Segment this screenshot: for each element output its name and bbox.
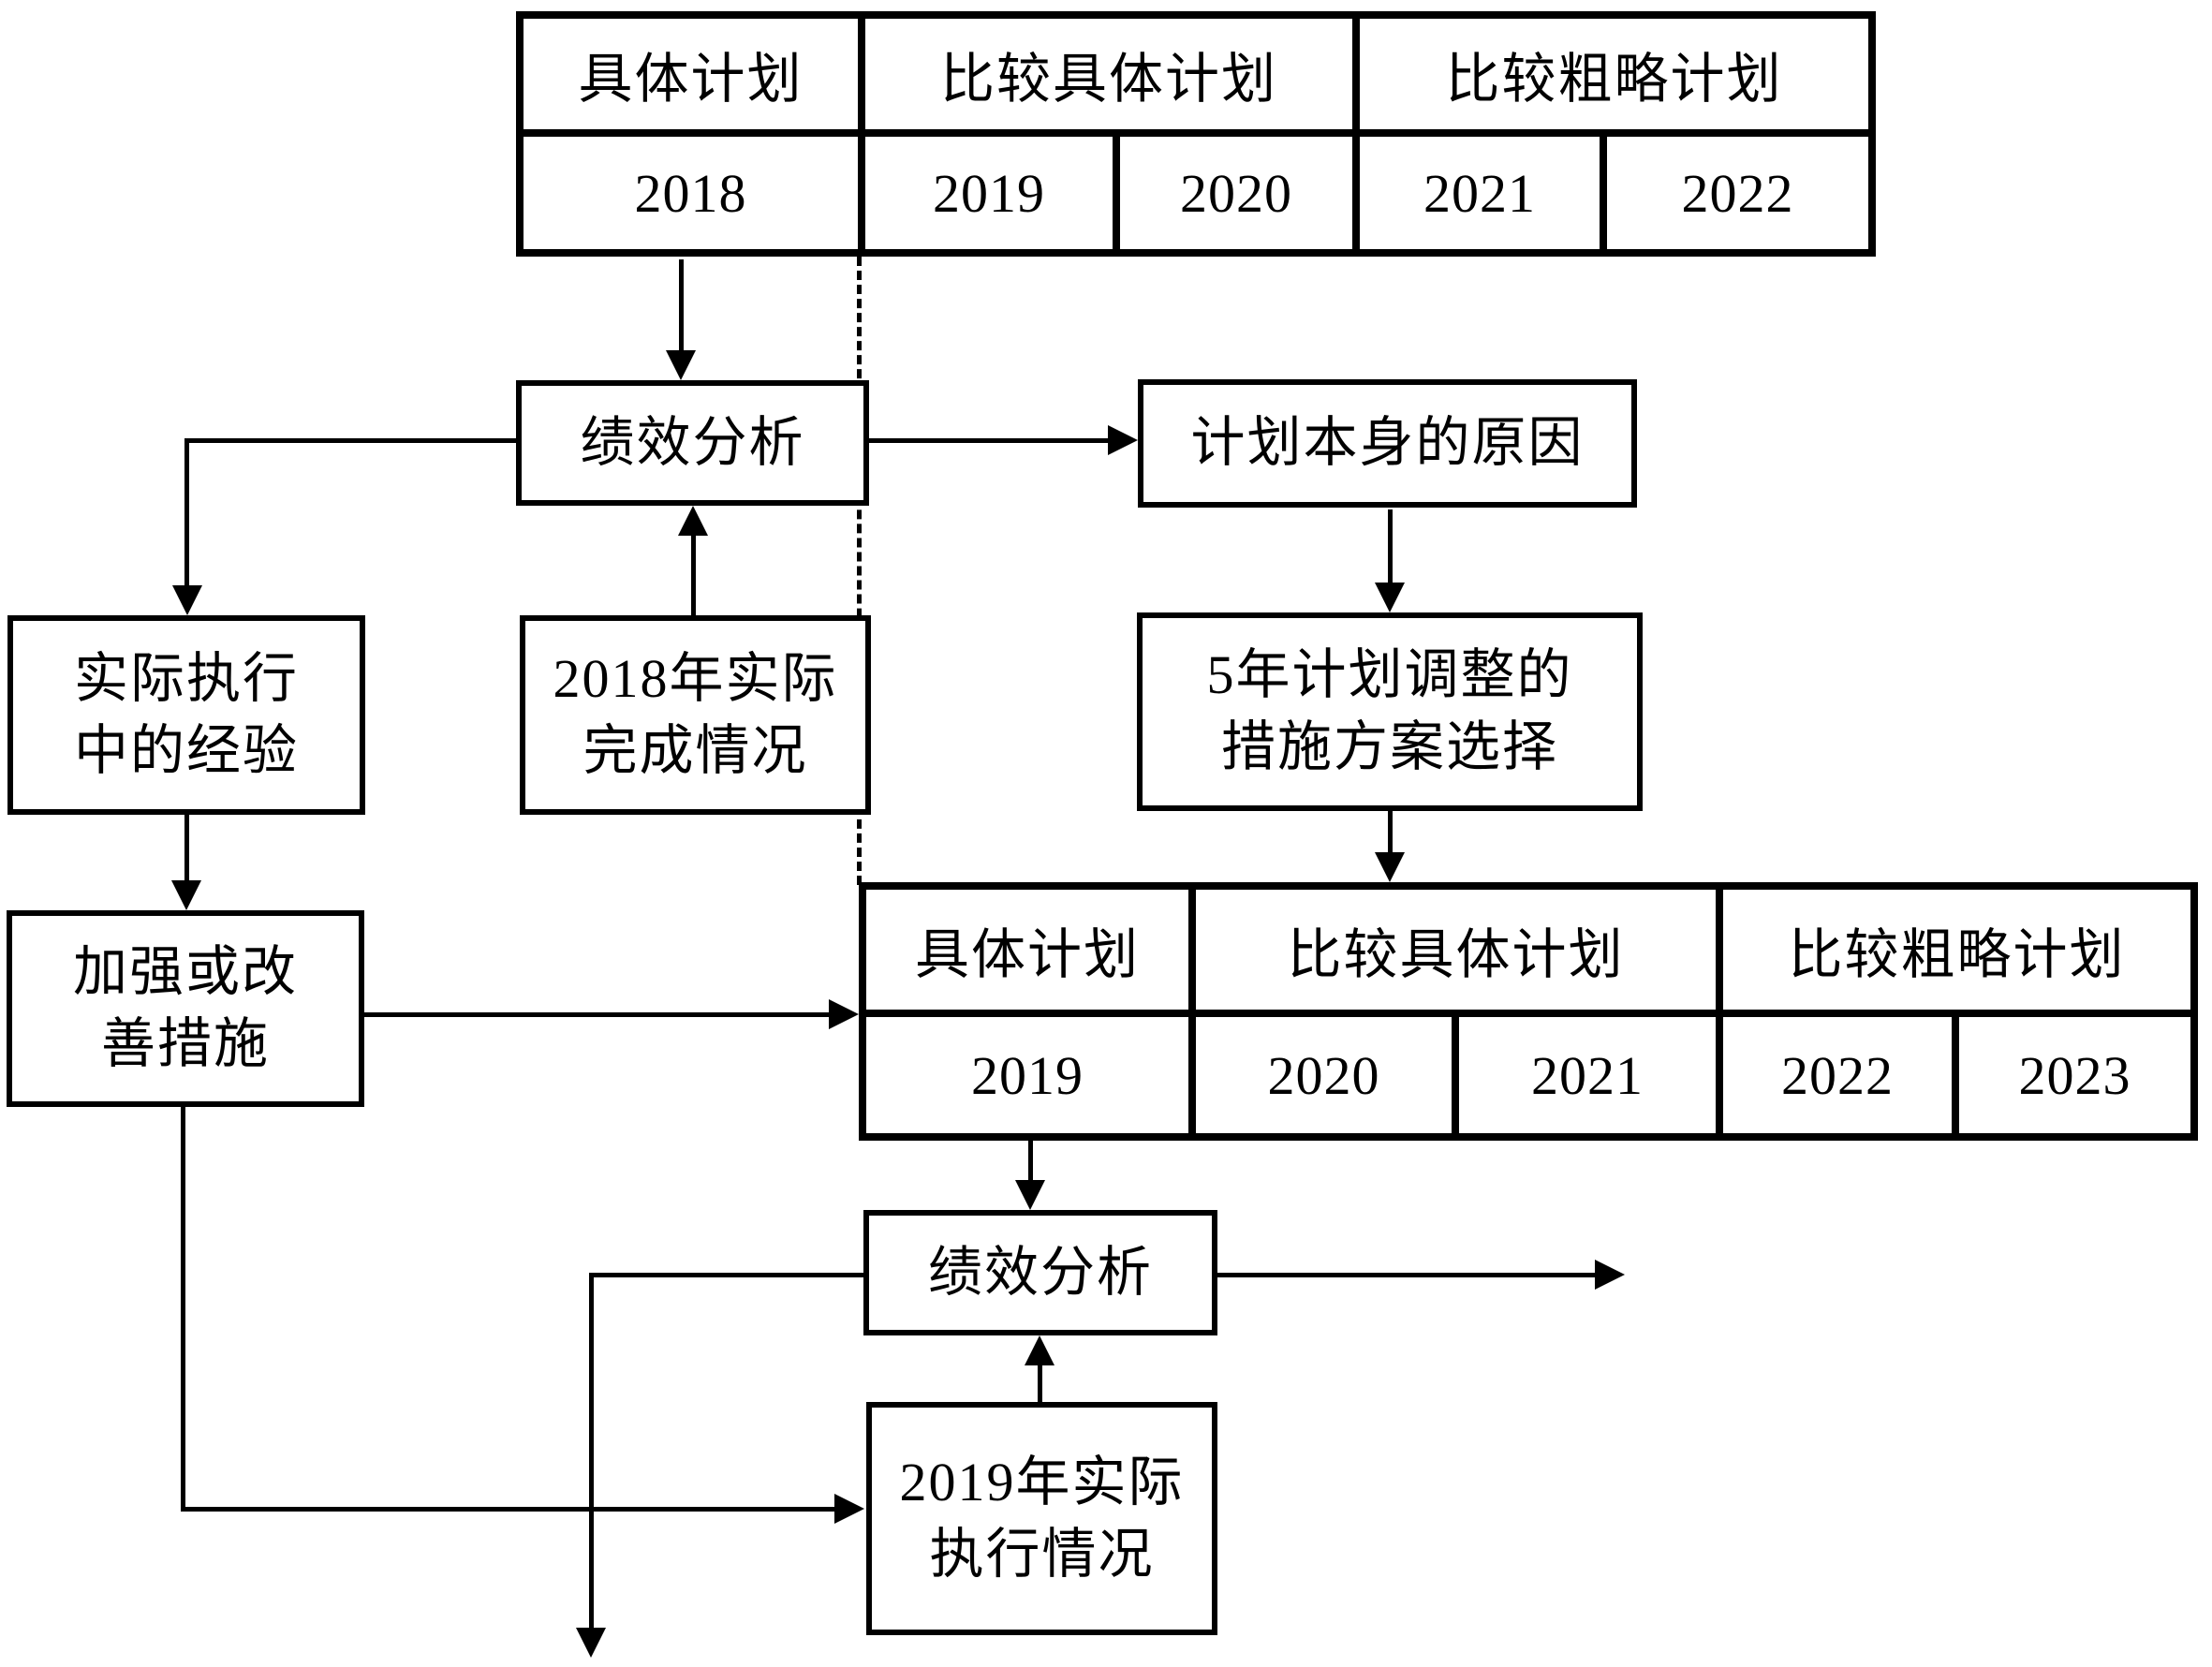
connector-perf1-left-v	[184, 438, 189, 586]
improve-measures-box: 加强或改 善措施	[7, 910, 364, 1107]
performance-analysis-box-1: 绩效分析	[516, 380, 869, 506]
connector-improve-to-table2	[364, 1012, 831, 1017]
plan-table-2019: 具体计划 比较具体计划 比较粗略计划 2019 2020 2021 2022 2…	[859, 882, 2198, 1141]
connector-adjust-to-table2	[1388, 811, 1393, 854]
arrowhead-into-exec2019	[834, 1494, 864, 1524]
arrowhead-table1-to-perf1	[666, 350, 696, 380]
five-year-adjustment-line2: 措施方案选择	[1220, 716, 1558, 777]
actual-execution-2019-line1: 2019年实际	[899, 1451, 1185, 1512]
arrowhead-exec2019-to-perf2	[1025, 1335, 1054, 1365]
arrowhead-perf2-right-exit	[1595, 1260, 1625, 1290]
arrowhead-bottom-exit	[576, 1628, 606, 1658]
dashed-year-boundary-line	[857, 257, 862, 885]
improve-measures-line2: 善措施	[100, 1013, 270, 1074]
improve-measures-line1: 加强或改	[72, 941, 298, 1003]
connector-improve-bottom-v	[181, 1107, 185, 1512]
connector-reason-to-adjust	[1388, 509, 1393, 584]
arrowhead-improve-to-table2	[829, 999, 859, 1029]
connector-table1-to-perf1	[679, 259, 684, 353]
actual-completion-2018-line1: 2018年实际	[553, 647, 838, 709]
connector-done2018-to-perf1	[691, 532, 696, 615]
t2-year-2019: 2019	[866, 1017, 1188, 1133]
t2-year-2020: 2020	[1196, 1017, 1452, 1133]
t1-header-specific-plan: 具体计划	[524, 19, 858, 129]
five-year-adjustment-line1: 5年计划调整的	[1206, 644, 1573, 706]
performance-analysis-2-label: 绩效分析	[927, 1241, 1153, 1303]
connector-exec2019-to-perf2	[1038, 1362, 1042, 1402]
actual-completion-2018-line2: 完成情况	[582, 719, 808, 781]
plan-itself-reason-label: 计划本身的原因	[1190, 412, 1585, 474]
five-year-adjustment-box: 5年计划调整的 措施方案选择	[1137, 612, 1643, 811]
t1-header-fairly-rough-plan: 比较粗略计划	[1360, 19, 1868, 129]
arrowhead-perf1-to-reason	[1108, 425, 1138, 455]
plan-itself-reason-box: 计划本身的原因	[1138, 379, 1637, 508]
actual-completion-2018-box: 2018年实际 完成情况	[520, 615, 871, 815]
arrowhead-experience-to-improve	[171, 880, 201, 910]
t1-year-2019: 2019	[865, 137, 1113, 249]
connector-perf1-to-reason	[869, 438, 1118, 443]
arrowhead-adjust-to-table2	[1375, 852, 1405, 882]
actual-execution-2019-line2: 执行情况	[929, 1523, 1155, 1585]
t2-year-2021: 2021	[1459, 1017, 1716, 1133]
connector-perf2-left-v	[589, 1273, 594, 1630]
t2-header-fairly-specific-plan: 比较具体计划	[1196, 890, 1716, 1010]
t1-year-2018: 2018	[524, 137, 858, 249]
t2-year-2022: 2022	[1723, 1017, 1952, 1133]
connector-experience-to-improve	[184, 815, 189, 882]
actual-execution-2019-box: 2019年实际 执行情况	[866, 1402, 1217, 1635]
t2-header-fairly-rough-plan: 比较粗略计划	[1723, 890, 2190, 1010]
connector-improve-bottom-h	[181, 1507, 836, 1512]
t2-year-2023: 2023	[1959, 1017, 2190, 1133]
arrowhead-reason-to-adjust	[1375, 583, 1405, 612]
arrowhead-into-experience	[172, 585, 202, 615]
execution-experience-box: 实际执行 中的经验	[7, 615, 365, 815]
connector-perf2-left-h	[589, 1273, 863, 1277]
t1-header-fairly-specific-plan: 比较具体计划	[865, 19, 1352, 129]
t2-header-specific-plan: 具体计划	[866, 890, 1188, 1010]
connector-perf1-left-h	[186, 438, 516, 443]
t1-year-2020: 2020	[1120, 137, 1352, 249]
plan-table-2018: 具体计划 比较具体计划 比较粗略计划 2018 2019 2020 2021 2…	[516, 11, 1876, 257]
t1-year-2022: 2022	[1607, 137, 1868, 249]
t1-year-2021: 2021	[1360, 137, 1600, 249]
connector-perf2-right-exit	[1217, 1273, 1598, 1277]
performance-analysis-box-2: 绩效分析	[863, 1210, 1217, 1335]
arrowhead-done2018-to-perf1	[678, 506, 708, 536]
arrowhead-table2-to-perf2	[1015, 1180, 1045, 1210]
execution-experience-line1: 实际执行	[73, 647, 299, 709]
execution-experience-line2: 中的经验	[73, 719, 299, 781]
connector-table2-to-perf2	[1028, 1139, 1033, 1182]
performance-analysis-1-label: 绩效分析	[580, 411, 805, 473]
